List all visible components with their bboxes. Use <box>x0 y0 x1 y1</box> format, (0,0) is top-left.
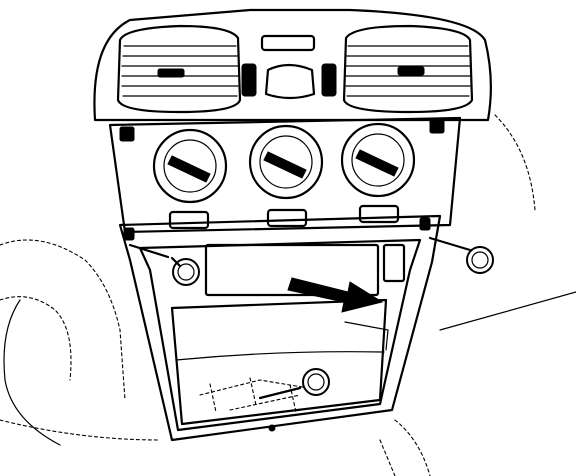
arrow-icon <box>287 277 384 313</box>
knob-fan <box>248 124 324 200</box>
side-switch-slot <box>382 243 406 283</box>
climate-control-panel <box>108 116 462 234</box>
left-air-vent <box>116 24 242 114</box>
center-display <box>264 63 316 100</box>
screw-left-icon <box>128 243 200 286</box>
knob-temperature <box>152 128 228 204</box>
console-trim-bezel <box>118 214 442 442</box>
right-air-vent <box>342 24 474 114</box>
upper-dash-panel <box>93 8 492 122</box>
center-vent-grilles <box>241 63 337 97</box>
background-interior-lines <box>0 114 576 476</box>
hazard-switch <box>260 34 316 52</box>
panel-buttons <box>168 204 400 230</box>
screw-bottom-icon <box>258 368 330 400</box>
knob-air-distribution <box>340 122 416 198</box>
screw-right-icon <box>428 236 494 274</box>
storage-cavity <box>170 298 388 426</box>
left-clip <box>119 126 135 142</box>
right-clip <box>429 118 445 134</box>
radio-opening <box>204 243 380 297</box>
